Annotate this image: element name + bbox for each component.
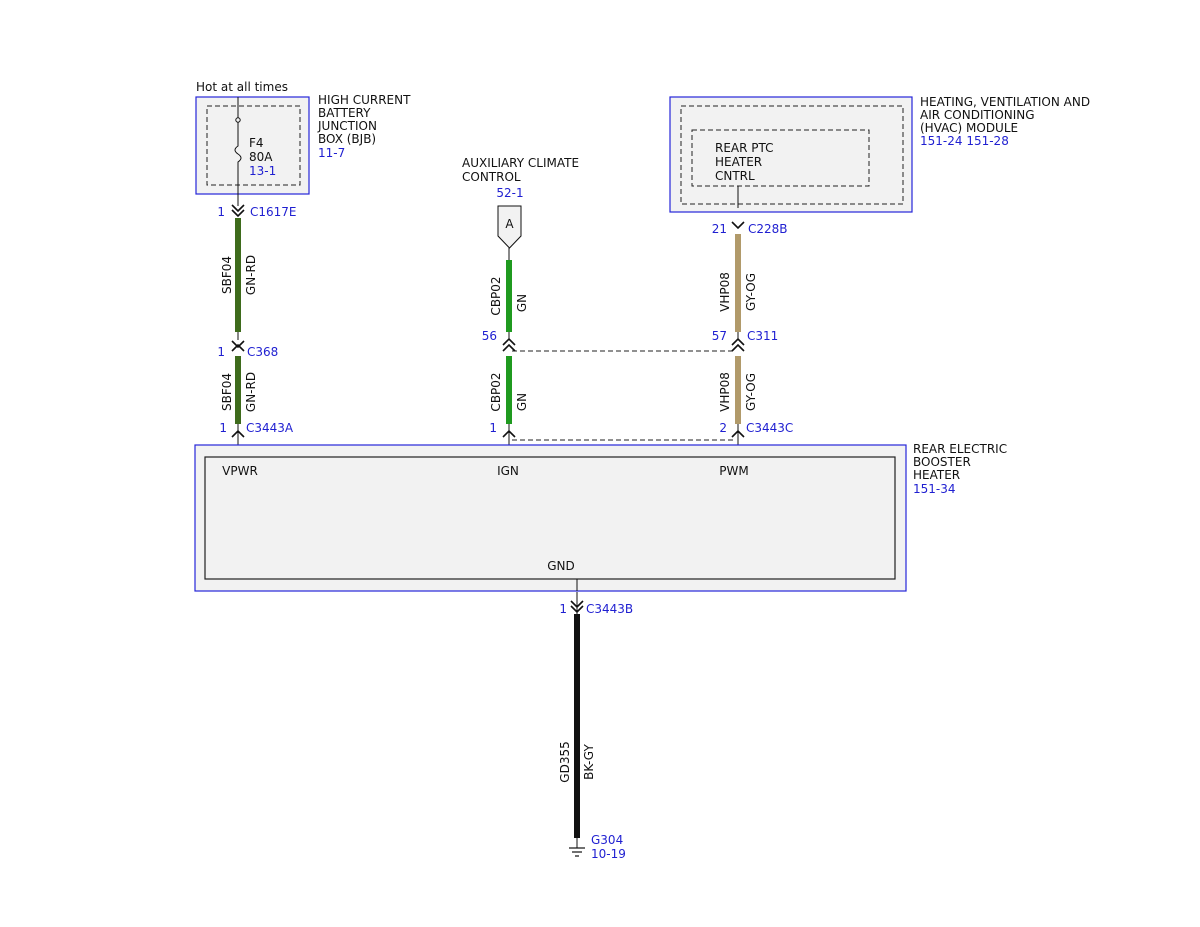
aux-climate-ref[interactable]: 52-1 [496,186,523,200]
bjb-name-line-3: JUNCTION [317,119,377,133]
wire-cbp02-lower-color: GN [515,393,529,411]
wire-cbp02-upper-circuit: CBP02 [489,276,503,315]
booster-pin-gnd: GND [547,559,575,573]
wire-cbp02-upper [506,260,512,332]
wire-gd355 [574,614,580,838]
bjb-name-line-4: BOX (BJB) [318,132,376,146]
c3443c-name[interactable]: C3443C [746,421,793,435]
connector-a-icon [497,205,522,249]
c1617e-chevron-icon-2 [231,209,245,218]
connector-a-letter: A [505,217,514,231]
c3443-mid-pin: 1 [489,421,497,435]
wire-vhp08-upper-circuit: VHP08 [718,272,732,312]
booster-pin-vpwr: VPWR [222,464,258,478]
wire-sbf04-upper-color: GN-RD [244,255,258,295]
aux-climate-name-line-1: AUXILIARY CLIMATE [462,156,579,170]
booster-name-line-2: BOOSTER [913,455,971,469]
hvac-component: REAR PTC HEATER CNTRL HEATING, VENTILATI… [669,95,1090,213]
bjb-name-line-1: HIGH CURRENT [318,93,411,107]
wire-gd355-circuit: GD355 [558,741,572,782]
c228b-chevron-icon [731,221,745,230]
c368-pin: 1 [217,345,225,359]
fuse-name: F4 [249,136,264,150]
wire-sbf04-lower-circuit: SBF04 [220,373,234,411]
c1617e-chevron-icon [231,204,245,213]
c3443b-chevron-icon [570,600,584,609]
wire-cbp02-upper-color: GN [515,294,529,312]
c3443a-chevron-icon [231,429,245,438]
c311-left-chevron-icon-2 [502,343,516,352]
hvac-refs[interactable]: 151-24 151-28 [920,134,1009,148]
fuse-rating: 80A [249,150,273,164]
wire-sbf04-upper [235,218,241,332]
hvac-name-line-3: (HVAC) MODULE [920,121,1018,135]
c311-name[interactable]: C311 [747,329,778,343]
c3443b-chevron-icon-2 [570,605,584,614]
wire-gd355-color: BK-GY [582,744,596,780]
c368-chevron-up-icon [231,343,245,352]
hvac-outline [669,96,913,213]
bjb-ref[interactable]: 11-7 [318,146,345,160]
bjb-outline [195,96,310,195]
hvac-name-line-1: HEATING, VENTILATION AND [920,95,1090,109]
aux-climate-name-line-2: CONTROL [462,170,521,184]
rear-ptc-heater-cntrl-box [691,129,870,187]
c311-right-pin: 57 [712,329,727,343]
c311-right-chevron-icon-2 [731,343,745,352]
c311-left-chevron-icon [502,337,516,346]
c3443c-pin: 2 [719,421,727,435]
wire-cbp02-lower [506,356,512,424]
booster-name-line-1: REAR ELECTRIC [913,442,1007,456]
c3443a-name[interactable]: C3443A [246,421,294,435]
c311-left-pin: 56 [482,329,497,343]
c228b-name[interactable]: C228B [748,222,788,236]
ground-name[interactable]: G304 [591,833,623,847]
wire-sbf04-lower-color: GN-RD [244,372,258,412]
c3443-mid-chevron-icon [502,429,516,438]
booster-pin-pwm: PWM [719,464,748,478]
c3443b-name[interactable]: C3443B [586,602,633,616]
c228b-pin: 21 [712,222,727,236]
ground-g304: G304 10-19 [569,833,626,861]
fuse-ref[interactable]: 13-1 [249,164,276,178]
wire-vhp08-upper [735,234,741,332]
c3443b-pin: 1 [559,602,567,616]
bjb-inner-dashed [206,105,301,186]
wire-vhp08-lower [735,356,741,424]
c1617e-name[interactable]: C1617E [250,205,297,219]
wire-vhp08-lower-circuit: VHP08 [718,372,732,412]
wire-sbf04-upper-circuit: SBF04 [220,256,234,294]
c368-chevron-down-icon [231,340,245,349]
hvac-inner-line-1: REAR PTC [715,141,774,155]
bjb-component: Hot at all times HIGH CURRENT BATTERY JU… [195,80,411,206]
wire-vhp08-lower-color: GY-OG [744,373,758,411]
booster-name-line-3: HEATER [913,468,960,482]
hvac-inner-line-2: HEATER [715,155,762,169]
fuse-icon [234,122,242,206]
c368-name[interactable]: C368 [247,345,278,359]
hvac-name-line-2: AIR CONDITIONING [920,108,1035,122]
booster-ref[interactable]: 151-34 [913,482,956,496]
booster-pin-ign: IGN [497,464,519,478]
c311-right-chevron-icon [731,337,745,346]
hvac-inner-line-3: CNTRL [715,169,755,183]
wire-vhp08-upper-color: GY-OG [744,273,758,311]
bjb-name-line-2: BATTERY [318,106,371,120]
ground-ref[interactable]: 10-19 [591,847,626,861]
c1617e-pin: 1 [217,205,225,219]
c3443a-pin: 1 [219,421,227,435]
hot-at-all-times-label: Hot at all times [196,80,288,94]
wire-cbp02-lower-circuit: CBP02 [489,372,503,411]
wire-sbf04-lower [235,356,241,424]
booster-heater-component: VPWR IGN PWM GND REAR ELECTRIC BOOSTER H… [194,442,1007,592]
aux-climate-component: AUXILIARY CLIMATE CONTROL 52-1 A [462,156,579,249]
booster-inner [204,456,896,580]
c3443c-chevron-icon [731,429,745,438]
